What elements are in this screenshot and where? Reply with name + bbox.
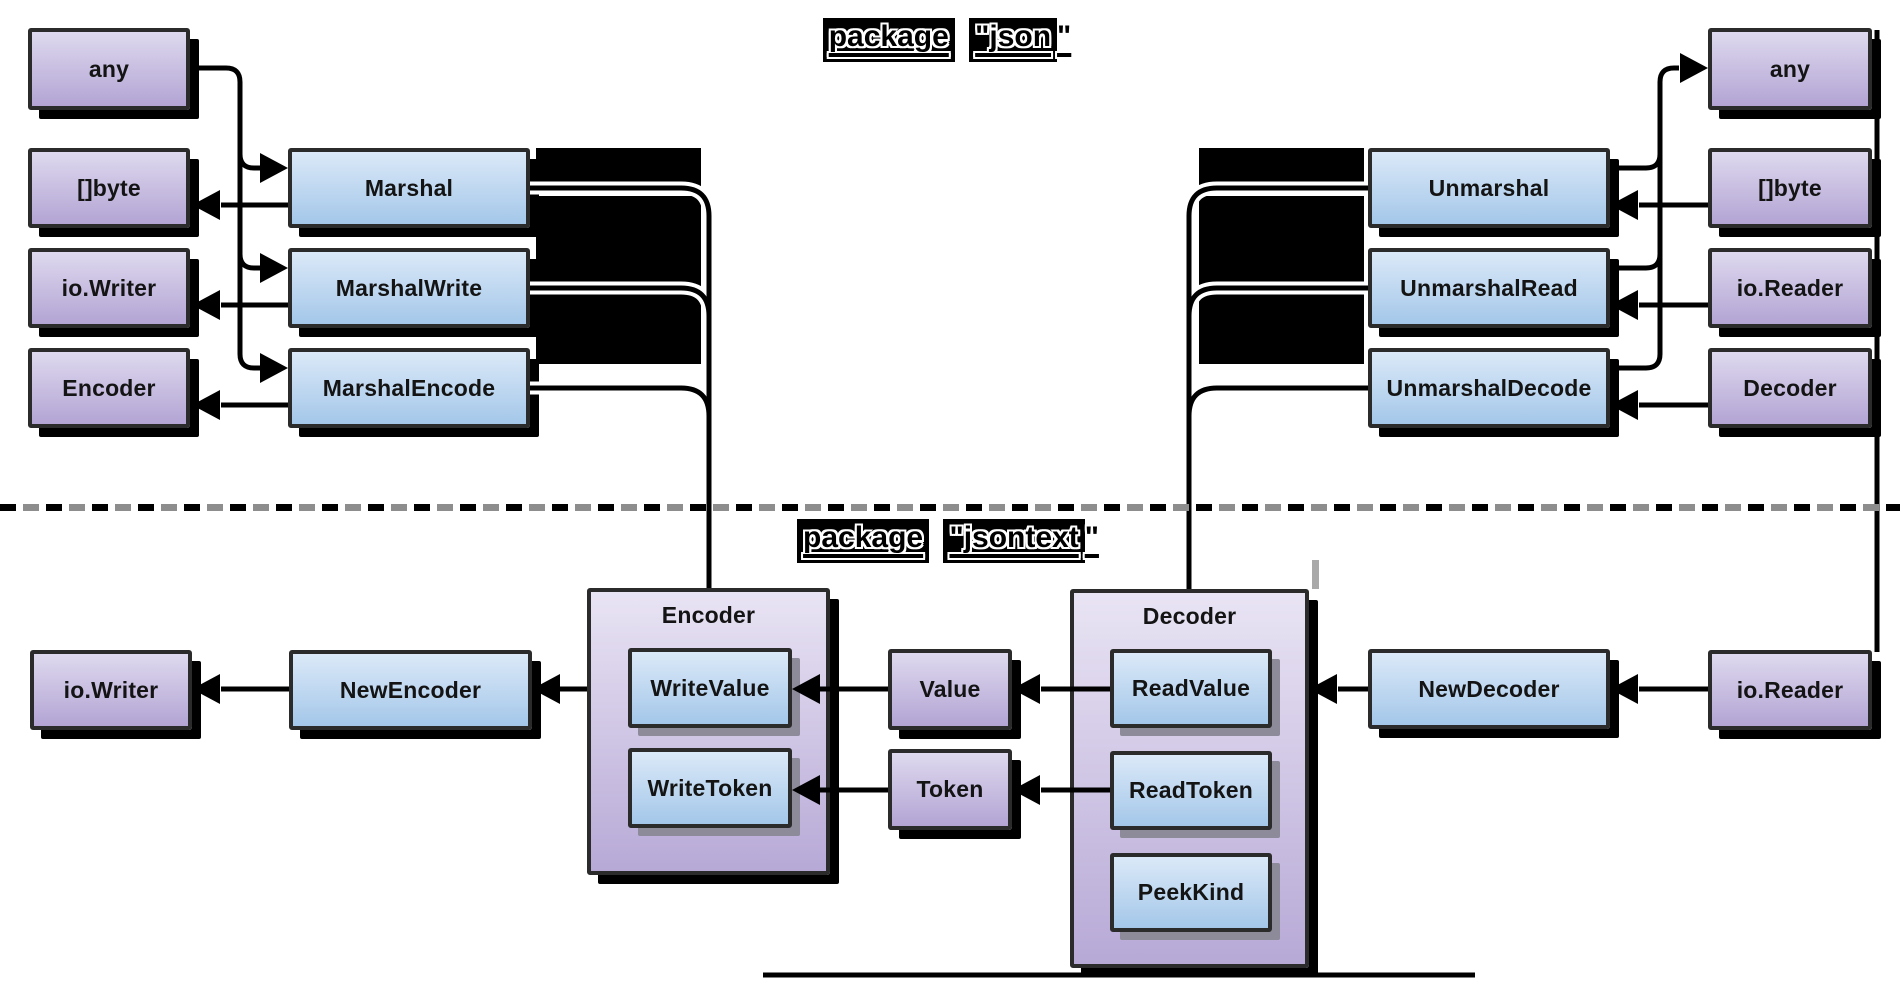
node-unmarshaldecode: UnmarshalDecode (1368, 348, 1610, 428)
arrowhead-into-token (1012, 775, 1040, 805)
encoder-container-title: Encoder (661, 602, 756, 628)
line-unmarshal-to-any (1610, 153, 1663, 171)
node-jsontext-ioreader: io.Reader (1708, 650, 1872, 730)
pkg-jsontext-title-word1[interactable]: package (797, 519, 930, 563)
arrowhead-into-value (1012, 674, 1040, 704)
arrowhead-into-newencoder (532, 674, 560, 704)
redacted-block-left-3 (536, 294, 701, 364)
node-newencoder: NewEncoder (289, 650, 532, 730)
node-marshalencode: MarshalEncode (288, 348, 530, 428)
node-marshalwrite: MarshalWrite (288, 248, 530, 328)
arrowhead-into-newdecoder (1610, 674, 1638, 704)
line-marshalencode-join (530, 385, 712, 417)
redacted-block-left-1 (536, 148, 701, 190)
arrowhead-into-decoder-container (1309, 674, 1337, 704)
node-jsontext-encoder-container: Encoder (587, 588, 830, 875)
arrowhead-into-marshalwrite (260, 253, 288, 283)
arrowhead-into-encoder-top (192, 390, 220, 420)
pkg-json-title-word1[interactable]: package (822, 18, 955, 62)
package-separator-dashed-line (0, 504, 1900, 511)
node-unmarshalread: UnmarshalRead (1368, 248, 1610, 328)
node-json-decoder: Decoder (1708, 348, 1872, 428)
node-jsontext-iowriter: io.Writer (30, 650, 192, 730)
node-newdecoder: NewDecoder (1368, 649, 1610, 729)
arrowhead-into-iowriter-top (192, 290, 220, 320)
node-json-iowriter: io.Writer (28, 248, 190, 328)
redacted-block-right-3 (1199, 294, 1364, 364)
arrowhead-into-unmarshalread (1610, 290, 1638, 320)
node-unmarshal: Unmarshal (1368, 148, 1610, 228)
pkg-jsontext-title-tail[interactable]: " (1084, 521, 1099, 554)
node-peekkind: PeekKind (1110, 853, 1272, 932)
arrowhead-into-any-right (1680, 53, 1708, 83)
line-any-trunk-left (190, 65, 261, 371)
arrowhead-into-unmarshal (1610, 190, 1638, 220)
node-json-ioreader: io.Reader (1708, 248, 1872, 328)
node-json-encoder: Encoder (28, 348, 190, 428)
arrowhead-into-iowriter-bottom (192, 674, 220, 704)
arrowhead-into-bytes-left (192, 190, 220, 220)
redacted-block-right-2 (1199, 196, 1364, 288)
node-writevalue: WriteValue (628, 648, 792, 728)
node-readtoken: ReadToken (1110, 751, 1272, 830)
pkg-json-title-word2[interactable]: "json (969, 18, 1058, 62)
pkg-json-title[interactable]: package "json" (647, 18, 1247, 62)
gray-artifact-line (1312, 560, 1319, 589)
decoder-container-title: Decoder (1142, 603, 1237, 629)
node-writetoken: WriteToken (628, 748, 792, 828)
pkg-jsontext-title-word2[interactable]: "jsontext (943, 519, 1085, 563)
node-value: Value (888, 649, 1012, 730)
arrowhead-into-unmarshaldecode (1610, 390, 1638, 420)
node-json-bytes-output: []byte (1708, 148, 1872, 228)
node-json-any-input: any (28, 28, 190, 110)
line-any-branch-marshal (237, 153, 261, 171)
line-unmarshaldecode-join (1186, 385, 1368, 417)
line-any-branch-marshalwrite (237, 253, 261, 271)
node-json-any-output: any (1708, 28, 1872, 110)
redacted-block-right-1 (1199, 148, 1364, 190)
arrowhead-into-marshalencode (260, 353, 288, 383)
line-any-trunk-right (1610, 65, 1679, 371)
arrowhead-into-marshal (260, 153, 288, 183)
node-json-bytes-input: []byte (28, 148, 190, 228)
redacted-block-left-2 (536, 196, 701, 288)
node-token: Token (888, 749, 1012, 830)
line-unmarshalread-to-any (1610, 253, 1663, 271)
pkg-jsontext-title[interactable]: package "jsontext" (648, 519, 1248, 563)
node-marshal: Marshal (288, 148, 530, 228)
node-readvalue: ReadValue (1110, 649, 1272, 728)
pkg-json-title-tail[interactable]: " (1057, 20, 1072, 53)
